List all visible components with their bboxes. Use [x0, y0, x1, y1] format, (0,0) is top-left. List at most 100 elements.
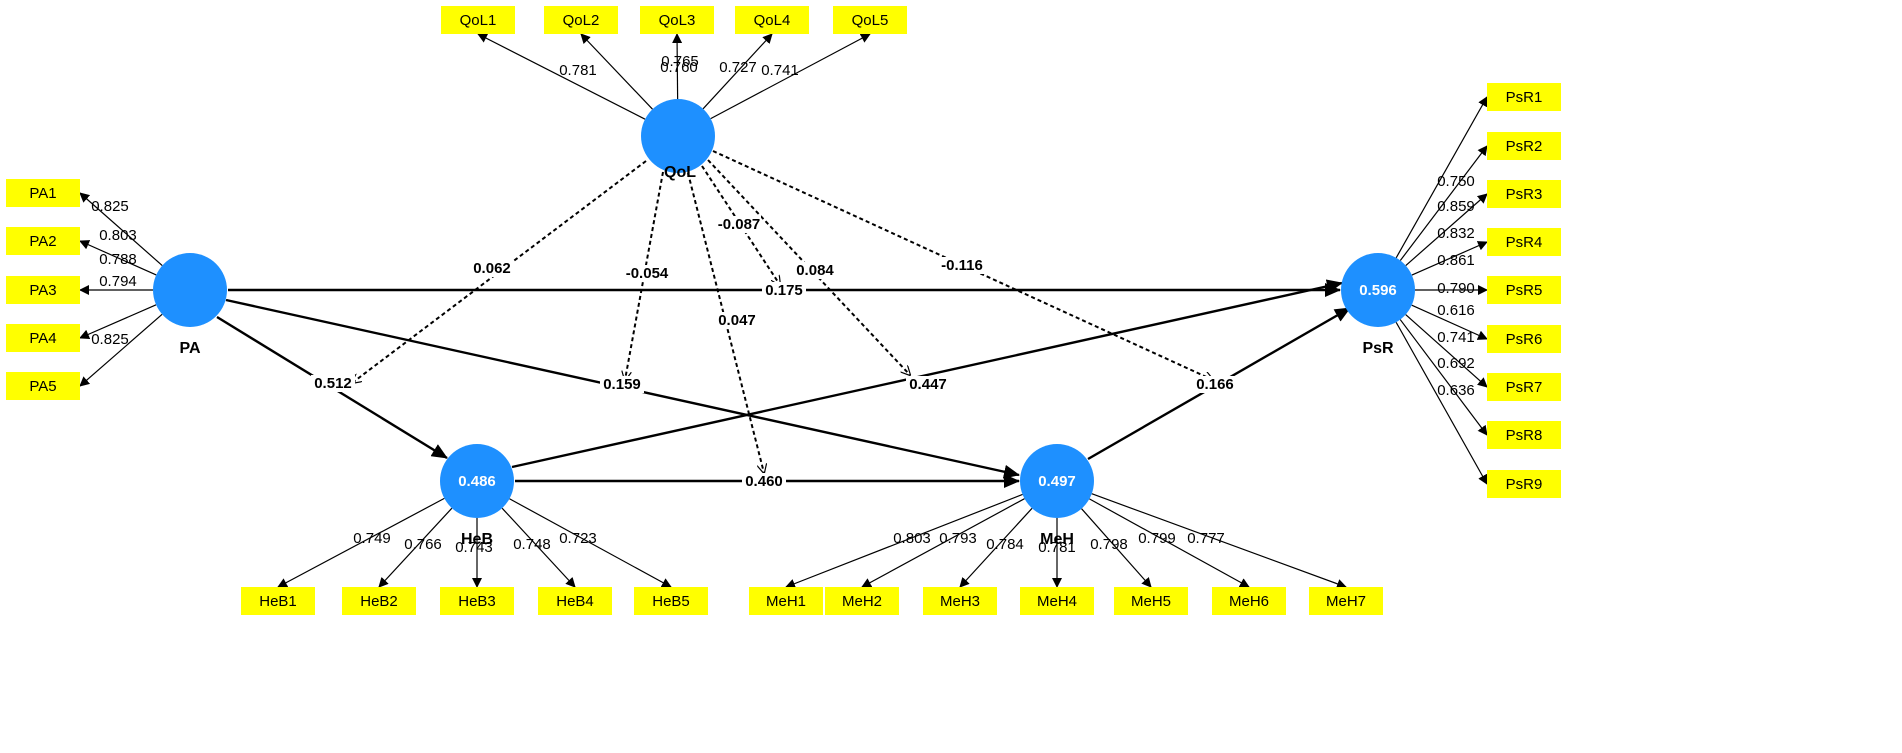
loading-line-psr6 — [1411, 304, 1488, 340]
indicator-box-pa2[interactable] — [6, 227, 80, 255]
indicator-label: PsR1 — [1506, 89, 1543, 106]
indicator-label: PsR4 — [1506, 234, 1543, 251]
path-coefficient: 0.047 — [718, 312, 756, 329]
path-coefficient: 0.460 — [745, 473, 783, 490]
loading-value: 0.859 — [1437, 198, 1475, 215]
path-coefficient: 0.084 — [796, 262, 834, 279]
path-label-bg — [940, 257, 984, 274]
loading-line-qol4 — [702, 33, 773, 110]
loading-value: 0.765 — [661, 53, 699, 70]
indicator-box-psr7[interactable] — [1487, 373, 1561, 401]
indicator-box-psr2[interactable] — [1487, 132, 1561, 160]
path-coefficient: -0.116 — [941, 257, 983, 274]
loading-value: 0.723 — [559, 530, 597, 547]
loading-line-psr7 — [1405, 314, 1488, 388]
loading-line-heb5 — [509, 498, 672, 588]
loading-value: 0.777 — [1187, 530, 1225, 547]
loading-value: 0.692 — [1437, 355, 1475, 372]
path-coefficient: 0.166 — [1196, 376, 1234, 393]
indicator-box-heb4[interactable] — [538, 587, 612, 615]
indicator-box-meh5[interactable] — [1114, 587, 1188, 615]
latent-psr-circle[interactable] — [1341, 253, 1415, 327]
indicator-box-meh4[interactable] — [1020, 587, 1094, 615]
indicator-label: PA5 — [29, 378, 56, 395]
loading-value: 0.748 — [513, 536, 551, 553]
loading-line-psr2 — [1399, 145, 1488, 261]
indicator-label: PsR9 — [1506, 476, 1543, 493]
loading-line-meh6 — [1089, 498, 1250, 588]
indicator-box-meh7[interactable] — [1309, 587, 1383, 615]
loading-line-qol2 — [580, 33, 653, 110]
indicator-box-pa4[interactable] — [6, 324, 80, 352]
indicator-box-pa1[interactable] — [6, 179, 80, 207]
indicator-label: MeH3 — [940, 593, 980, 610]
loading-line-meh3 — [959, 507, 1033, 588]
indicator-label: MeH1 — [766, 593, 806, 610]
indicator-box-heb3[interactable] — [440, 587, 514, 615]
indicator-box-qol5[interactable] — [833, 6, 907, 34]
path-label-bg — [625, 265, 669, 282]
path-label-bg — [311, 375, 355, 392]
path-label-bg — [715, 312, 759, 329]
indicator-label: QoL5 — [852, 12, 889, 29]
indicator-box-psr9[interactable] — [1487, 470, 1561, 498]
latent-pa-circle[interactable] — [153, 253, 227, 327]
indicator-box-psr8[interactable] — [1487, 421, 1561, 449]
loading-line-meh2 — [861, 498, 1025, 588]
loading-line-qol1 — [477, 33, 646, 120]
loading-value: 0.788 — [99, 251, 137, 268]
loading-value: 0.825 — [91, 198, 129, 215]
latent-heb-circle[interactable] — [440, 444, 514, 518]
indicator-label: QoL1 — [460, 12, 497, 29]
indicator-box-heb1[interactable] — [241, 587, 315, 615]
path-label-bg — [1193, 376, 1237, 393]
latent-meh-circle[interactable] — [1020, 444, 1094, 518]
loading-value: 0.784 — [986, 536, 1024, 553]
indicator-label: MeH7 — [1326, 593, 1366, 610]
loading-line-pa1 — [79, 192, 163, 266]
indicator-label: QoL2 — [563, 12, 600, 29]
indicator-box-pa5[interactable] — [6, 372, 80, 400]
indicator-box-meh3[interactable] — [923, 587, 997, 615]
indicator-label: MeH5 — [1131, 593, 1171, 610]
indicator-box-meh6[interactable] — [1212, 587, 1286, 615]
loading-value: 0.743 — [455, 539, 493, 556]
loading-line-psr8 — [1399, 319, 1488, 436]
indicator-label: PsR3 — [1506, 186, 1543, 203]
indicator-box-psr1[interactable] — [1487, 83, 1561, 111]
indicator-label: PA1 — [29, 185, 56, 202]
loading-value: 0.616 — [1437, 302, 1475, 319]
indicator-box-qol4[interactable] — [735, 6, 809, 34]
indicator-label: HeB2 — [360, 593, 398, 610]
indicator-box-meh2[interactable] — [825, 587, 899, 615]
loading-line-psr1 — [1395, 96, 1488, 259]
loading-line-heb2 — [378, 507, 453, 588]
loading-line-heb1 — [277, 497, 445, 588]
indicator-box-psr6[interactable] — [1487, 325, 1561, 353]
indicator-box-psr3[interactable] — [1487, 180, 1561, 208]
indicator-box-qol1[interactable] — [441, 6, 515, 34]
path-label-bg — [470, 260, 514, 277]
indicator-box-pa3[interactable] — [6, 276, 80, 304]
indicator-box-psr5[interactable] — [1487, 276, 1561, 304]
indicator-box-qol3[interactable] — [640, 6, 714, 34]
indicator-box-qol2[interactable] — [544, 6, 618, 34]
indicator-box-heb5[interactable] — [634, 587, 708, 615]
path-coefficient: 0.175 — [765, 282, 803, 299]
loading-value: 0.741 — [761, 62, 799, 79]
indicator-label: PsR8 — [1506, 427, 1543, 444]
latent-name-meh: MeH — [1040, 531, 1074, 548]
latent-qol-circle[interactable] — [641, 99, 715, 173]
latent-name-heb: HeB — [461, 531, 493, 548]
path-coefficient: -0.054 — [626, 265, 669, 282]
loading-line-pa5 — [79, 313, 163, 387]
indicator-box-heb2[interactable] — [342, 587, 416, 615]
loading-value: 0.749 — [353, 530, 391, 547]
indicator-box-psr4[interactable] — [1487, 228, 1561, 256]
indicator-box-meh1[interactable] — [749, 587, 823, 615]
indicator-label: PA2 — [29, 233, 56, 250]
path-label-bg — [762, 282, 806, 299]
